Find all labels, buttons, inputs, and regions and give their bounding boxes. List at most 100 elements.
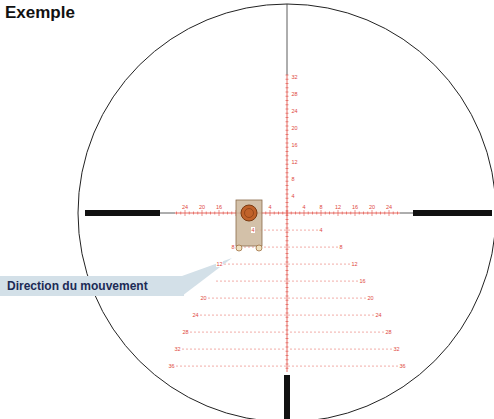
tick-mark — [286, 351, 289, 352]
holdover-dot — [222, 348, 223, 349]
holdover-dot — [370, 348, 371, 349]
tick-mark — [389, 210, 390, 216]
holdover-dot — [232, 314, 233, 315]
holdover-dot — [332, 297, 333, 298]
holdover-dot — [256, 314, 257, 315]
holdover-dot — [228, 280, 229, 281]
scale-number: 32 — [174, 346, 181, 352]
holdover-dot — [346, 348, 347, 349]
holdover-dot — [374, 348, 375, 349]
scale-number: 36 — [168, 363, 175, 369]
holdover-dot — [334, 348, 335, 349]
holdover-dot — [260, 263, 261, 264]
holdover-dot — [356, 314, 357, 315]
tick-mark — [286, 270, 289, 271]
holdover-dot — [308, 280, 309, 281]
scale-number: 12 — [351, 261, 358, 267]
holdover-dot — [300, 365, 301, 366]
thin-crosshair — [287, 4, 288, 75]
holdover-dot — [296, 229, 297, 230]
target-ring — [245, 209, 254, 218]
holdover-dot — [280, 246, 281, 247]
holdover-dot — [312, 229, 313, 230]
holdover-dot — [368, 365, 369, 366]
holdover-dot — [288, 280, 289, 281]
holdover-dot — [218, 331, 219, 332]
scale-number: 28 — [182, 329, 189, 335]
holdover-dot — [344, 263, 345, 264]
holdover-dot — [274, 331, 275, 332]
holdover-dot — [336, 246, 337, 247]
holdover-dot — [382, 348, 383, 349]
holdover-dot — [316, 263, 317, 264]
holdover-dot — [292, 229, 293, 230]
scale-number: 16 — [351, 204, 358, 210]
holdover-dot — [292, 314, 293, 315]
holdover-dot — [240, 263, 241, 264]
tick-mark — [286, 194, 289, 195]
holdover-dot — [300, 229, 301, 230]
holdover-dot — [304, 365, 305, 366]
tick-mark — [286, 92, 289, 93]
holdover-dot — [350, 331, 351, 332]
holdover-dot — [226, 348, 227, 349]
tick-mark — [286, 321, 289, 322]
holdover-dot — [304, 314, 305, 315]
tick-mark — [286, 79, 289, 80]
scale-number: 12 — [291, 159, 298, 165]
callout-box: Direction du mouvement — [0, 276, 184, 296]
holdover-dot — [252, 246, 253, 247]
holdover-dot — [214, 348, 215, 349]
holdover-dot — [236, 314, 237, 315]
tick-mark — [321, 210, 322, 216]
tick-mark — [384, 212, 385, 215]
holdover-dot — [212, 365, 213, 366]
holdover-dot — [314, 331, 315, 332]
holdover-dot — [374, 331, 375, 332]
tick-mark — [286, 308, 289, 309]
holdover-dot — [224, 365, 225, 366]
holdover-dot — [264, 246, 265, 247]
holdover-dot — [332, 280, 333, 281]
tick-mark — [214, 212, 215, 215]
tick-mark — [299, 212, 300, 215]
holdover-dot — [348, 263, 349, 264]
scale-number: 20 — [200, 295, 207, 301]
holdover-dot — [190, 348, 191, 349]
holdover-dot — [348, 314, 349, 315]
holdover-dot — [280, 365, 281, 366]
holdover-dot — [282, 348, 283, 349]
tick-mark — [286, 109, 289, 110]
holdover-dot — [312, 314, 313, 315]
holdover-dot — [324, 246, 325, 247]
holdover-dot — [298, 348, 299, 349]
holdover-dot — [344, 314, 345, 315]
tick-mark — [286, 134, 289, 135]
holdover-dot — [306, 331, 307, 332]
holdover-dot — [256, 280, 257, 281]
holdover-dot — [300, 246, 301, 247]
holdover-dot — [260, 365, 261, 366]
holdover-dot — [360, 314, 361, 315]
tick-mark — [180, 212, 181, 215]
holdover-dot — [320, 365, 321, 366]
scope-field — [78, 4, 494, 419]
holdover-dot — [228, 263, 229, 264]
holdover-dot — [280, 280, 281, 281]
tick-mark — [286, 83, 289, 84]
holdover-dot — [386, 348, 387, 349]
holdover-dot — [284, 246, 285, 247]
scale-number: 12 — [334, 204, 341, 210]
tick-mark — [286, 147, 289, 148]
holdover-dot — [276, 263, 277, 264]
holdover-dot — [368, 314, 369, 315]
tick-mark — [197, 212, 198, 215]
scale-number: 4 — [251, 227, 255, 233]
holdover-dot — [210, 331, 211, 332]
holdover-dot — [288, 314, 289, 315]
holdover-dot — [272, 280, 273, 281]
holdover-dot — [232, 297, 233, 298]
tick-mark — [329, 212, 330, 215]
thin-crosshair — [160, 213, 175, 214]
tick-mark — [286, 274, 289, 275]
